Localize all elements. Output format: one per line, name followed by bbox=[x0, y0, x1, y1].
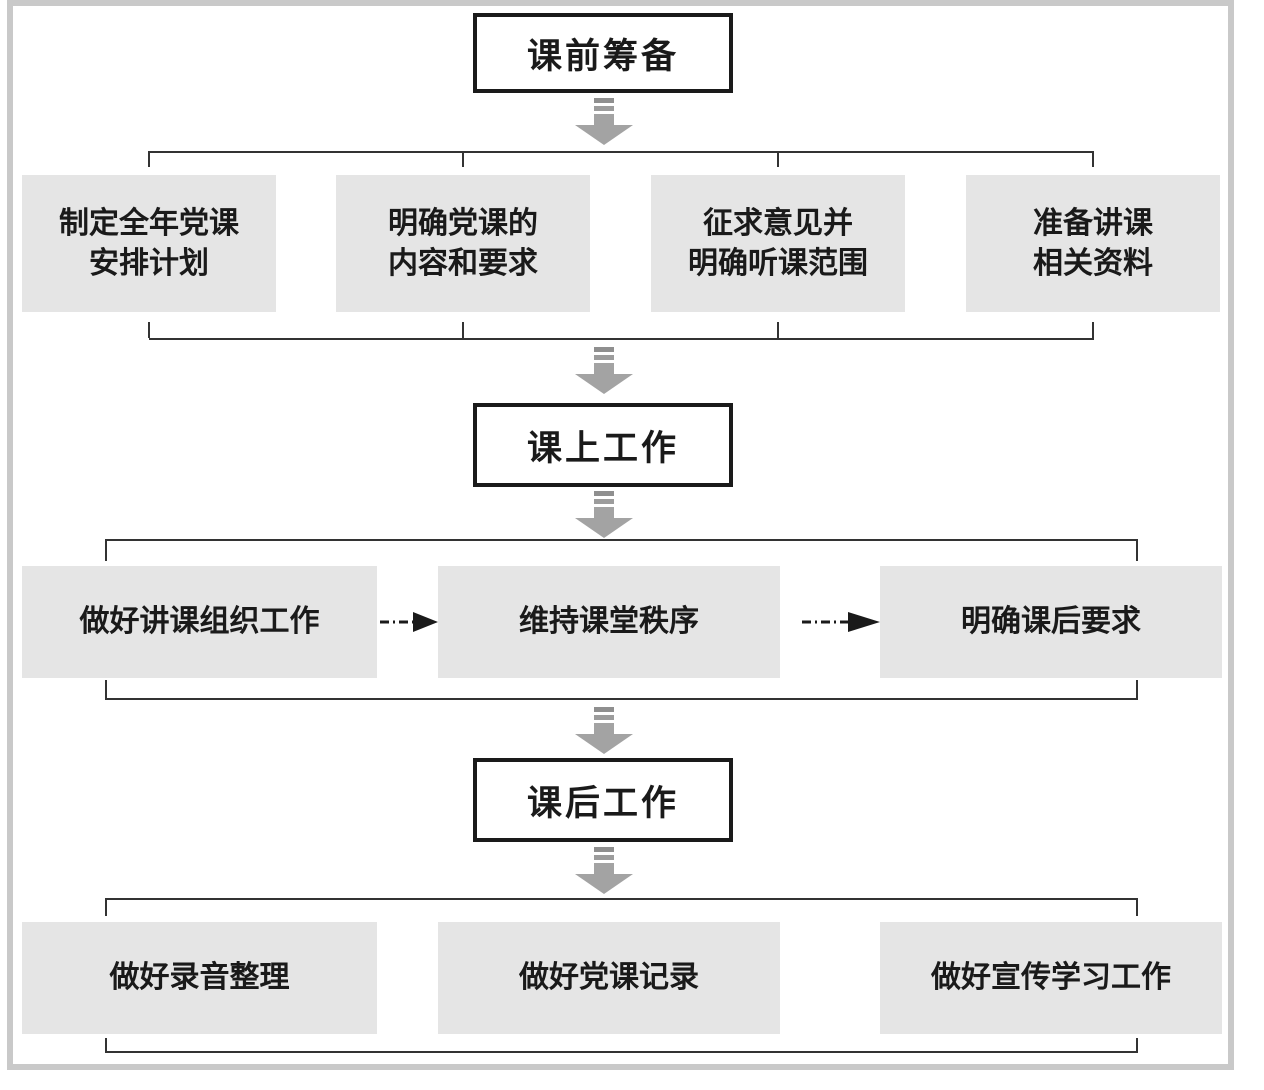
task-label: 准备讲课 bbox=[1033, 206, 1153, 240]
connector-line bbox=[1136, 539, 1138, 561]
connector-line bbox=[105, 898, 107, 916]
stage-title: 课后工作 bbox=[526, 783, 679, 823]
stage-title: 课前筹备 bbox=[526, 36, 679, 76]
connector-line bbox=[777, 151, 779, 167]
connector-line bbox=[148, 151, 150, 167]
task-label: 相关资料 bbox=[1033, 246, 1153, 280]
task-box: 制定全年党课 安排计划 bbox=[22, 175, 276, 312]
connector-line bbox=[777, 322, 779, 338]
dashed-right-arrow-icon bbox=[380, 612, 438, 632]
task-box: 维持课堂秩序 bbox=[438, 566, 780, 678]
task-box: 做好宣传学习工作 bbox=[880, 922, 1222, 1034]
connector-line bbox=[105, 680, 107, 698]
outer-frame bbox=[7, 0, 1234, 1070]
down-arrow-icon bbox=[575, 847, 633, 894]
connector-line bbox=[105, 539, 1138, 541]
task-box: 做好党课记录 bbox=[438, 922, 780, 1034]
task-label: 制定全年党课 bbox=[59, 206, 239, 240]
connector-line bbox=[462, 151, 464, 167]
task-box: 明确党课的 内容和要求 bbox=[336, 175, 590, 312]
stage-box-pre-class: 课前筹备 bbox=[473, 13, 733, 93]
down-arrow-icon bbox=[575, 707, 633, 754]
connector-line bbox=[1092, 322, 1094, 338]
connector-line bbox=[148, 322, 150, 338]
down-arrow-icon bbox=[575, 347, 633, 394]
task-label: 维持课堂秩序 bbox=[519, 605, 699, 638]
dashed-right-arrow-icon bbox=[802, 612, 880, 632]
connector-line bbox=[1092, 151, 1094, 167]
down-arrow-icon bbox=[575, 98, 633, 145]
task-label: 做好录音整理 bbox=[109, 961, 290, 994]
connector-line bbox=[105, 698, 1138, 700]
stage-box-in-class: 课上工作 bbox=[473, 403, 733, 487]
task-box: 做好讲课组织工作 bbox=[22, 566, 377, 678]
task-box: 征求意见并 明确听课范围 bbox=[651, 175, 905, 312]
connector-line bbox=[1136, 898, 1138, 916]
task-label: 安排计划 bbox=[89, 246, 209, 280]
task-box: 准备讲课 相关资料 bbox=[966, 175, 1220, 312]
connector-line bbox=[149, 338, 1094, 340]
task-label: 明确党课的 bbox=[388, 206, 538, 240]
task-label: 做好讲课组织工作 bbox=[79, 605, 320, 638]
connector-line bbox=[462, 322, 464, 338]
connector-line bbox=[105, 1051, 1138, 1053]
task-label: 做好党课记录 bbox=[519, 961, 699, 994]
connector-line bbox=[105, 539, 107, 561]
task-label: 明确课后要求 bbox=[961, 605, 1141, 638]
connector-line bbox=[1136, 680, 1138, 698]
down-arrow-icon bbox=[575, 491, 633, 538]
task-label: 明确听课范围 bbox=[688, 246, 868, 280]
task-box: 做好录音整理 bbox=[22, 922, 377, 1034]
connector-line bbox=[1136, 1038, 1138, 1052]
connector-line bbox=[149, 151, 1094, 153]
stage-box-post-class: 课后工作 bbox=[473, 758, 733, 842]
stage-title: 课上工作 bbox=[526, 428, 679, 468]
task-label: 做好宣传学习工作 bbox=[931, 961, 1171, 994]
connector-line bbox=[105, 898, 1138, 900]
task-box: 明确课后要求 bbox=[880, 566, 1222, 678]
connector-line bbox=[105, 1038, 107, 1052]
task-label: 内容和要求 bbox=[388, 246, 538, 280]
task-label: 征求意见并 bbox=[703, 206, 853, 240]
